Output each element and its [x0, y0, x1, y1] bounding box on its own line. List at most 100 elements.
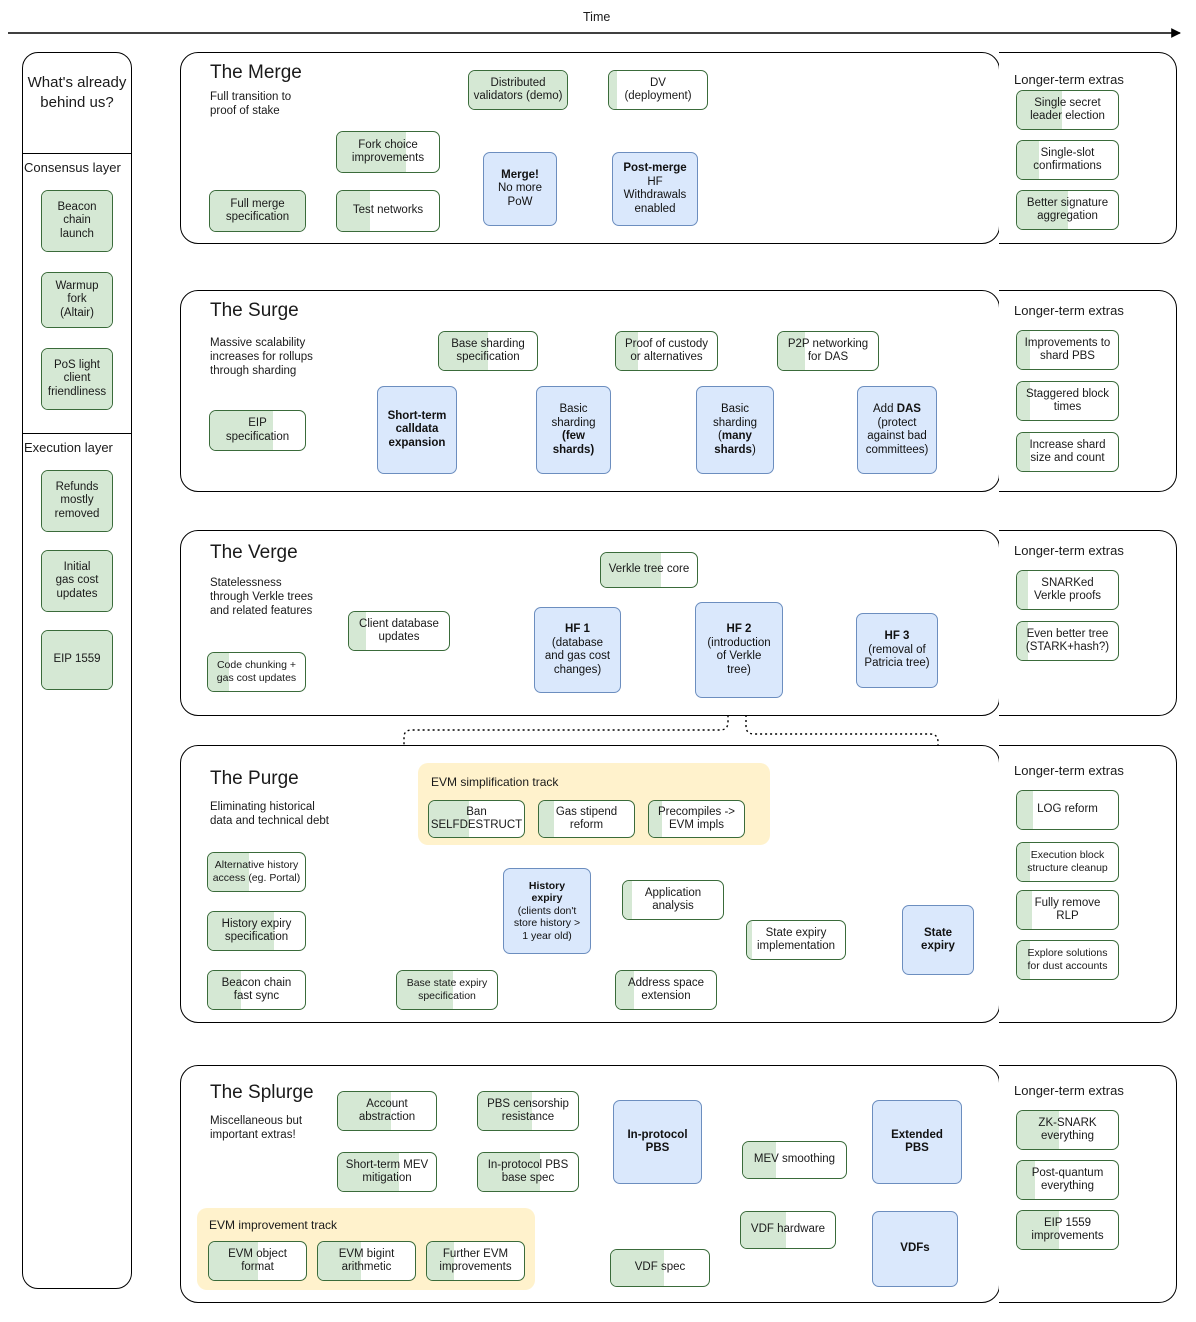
extras-item-snarked-verkle-proofs[interactable]: SNARKed Verkle proofs [1016, 570, 1119, 610]
extras-item-log-reform[interactable]: LOG reform [1016, 790, 1119, 830]
node-state-expiry-implementation[interactable]: State expiry implementation [746, 920, 846, 960]
sidebar-item-initial-gas-cost[interactable]: Initial gas cost updates [41, 550, 113, 612]
extras-item-improvements-to-shard-pbs[interactable]: Improvements to shard PBS [1016, 330, 1119, 370]
sidebar-item-beacon-chain-launch[interactable]: Beacon chain launch [41, 190, 113, 252]
node-label: Fork choice improvements [351, 138, 425, 165]
node-label: Further EVM improvements [439, 1247, 512, 1274]
extras-item-better-signature-aggregation[interactable]: Better signature aggregation [1016, 190, 1119, 230]
node-verkle-tree-core[interactable]: Verkle tree core [600, 552, 698, 588]
node-label: Account abstraction [358, 1097, 416, 1124]
node-proof-of-custody[interactable]: Proof of custody or alternatives [615, 331, 718, 371]
node-eip-specification[interactable]: EIP specification [209, 410, 306, 451]
extras-item-eip-1559-improvements[interactable]: EIP 1559 improvements [1016, 1210, 1119, 1250]
node-p2p-networking-for-das[interactable]: P2P networking for DAS [777, 331, 879, 371]
node-precompiles-evm-impls[interactable]: Precompiles -> EVM impls [648, 800, 745, 838]
node-label: EVM object format [228, 1247, 287, 1274]
node-code-chunking-gas-cost[interactable]: Code chunking + gas cost updates [207, 652, 306, 692]
phase-subtitle-merge: Full transition to proof of stake [210, 91, 292, 117]
sidebar-group-label-execution: Execution layer [24, 440, 113, 455]
extras-item-staggered-block-times[interactable]: Staggered block times [1016, 381, 1119, 421]
extras-item-post-quantum-everything[interactable]: Post-quantum everything [1016, 1160, 1119, 1200]
node-label: Beacon chain fast sync [221, 976, 292, 1003]
node-label: Short-term calldata expansion [387, 409, 447, 449]
node-distributed-validators-demo[interactable]: Distributed validators (demo) [468, 70, 568, 110]
node-short-term-calldata-expansion[interactable]: Short-term calldata expansion [377, 386, 457, 474]
evm-improvement-track-label: EVM improvement track [209, 1218, 338, 1232]
extras-item-zk-snark-everything[interactable]: ZK-SNARK everything [1016, 1110, 1119, 1150]
node-label: Base sharding specification [451, 337, 525, 364]
node-full-merge-specification[interactable]: Full merge specification [209, 190, 306, 232]
extras-item-execution-block-structure-cleanup[interactable]: Execution block structure cleanup [1016, 842, 1119, 882]
node-test-networks[interactable]: Test networks [336, 190, 440, 232]
node-client-database-updates[interactable]: Client database updates [348, 611, 450, 651]
sidebar-item-eip-1559[interactable]: EIP 1559 [41, 630, 113, 690]
node-label: Warmup fork (Altair) [55, 279, 99, 319]
node-application-analysis[interactable]: Application analysis [622, 880, 724, 920]
node-short-term-mev-mitigation[interactable]: Short-term MEV mitigation [337, 1152, 437, 1192]
extras-item-even-better-tree[interactable]: Even better tree (STARK+hash?) [1016, 621, 1119, 661]
extras-item-explore-solutions-for-dust-accounts[interactable]: Explore solutions for dust accounts [1016, 940, 1119, 980]
node-state-expiry[interactable]: State expiry [902, 905, 974, 975]
phase-subtitle-surge: Massive scalability increases for rollup… [210, 337, 313, 377]
extras-item-fully-remove-rlp[interactable]: Fully remove RLP [1016, 890, 1119, 930]
node-label: In-protocol PBS base spec [487, 1158, 569, 1185]
phase-panel-merge [180, 52, 1000, 244]
node-base-sharding-specification[interactable]: Base sharding specification [438, 331, 538, 371]
node-evm-bigint-arithmetic[interactable]: EVM bigint arithmetic [317, 1241, 416, 1281]
sidebar-heading: What's already behind us? [27, 74, 127, 111]
node-label: Client database updates [359, 617, 439, 644]
extras-heading-purge: Longer-term extras [1014, 763, 1124, 778]
sidebar-item-warmup-fork[interactable]: Warmup fork (Altair) [41, 272, 113, 328]
node-label: EIP 1559 [53, 653, 101, 666]
node-mev-smoothing[interactable]: MEV smoothing [742, 1141, 847, 1179]
node-vdf-hardware[interactable]: VDF hardware [740, 1211, 836, 1249]
node-alternative-history-access[interactable]: Alternative history access (eg. Portal) [207, 852, 306, 892]
extras-item-single-secret-leader-election[interactable]: Single secret leader election [1016, 90, 1119, 130]
sidebar-item-pos-light-client[interactable]: PoS light client friendliness [41, 348, 113, 410]
node-label: PBS censorship resistance [487, 1097, 569, 1124]
node-label: VDF hardware [750, 1223, 826, 1236]
node-label: Application analysis [644, 886, 702, 913]
node-label: Fully remove RLP [1034, 896, 1101, 923]
node-account-abstraction[interactable]: Account abstraction [337, 1091, 437, 1131]
phase-subtitle-verge: Statelessness through Verkle trees and r… [210, 577, 313, 617]
phase-title-splurge: The Splurge [210, 1082, 314, 1103]
node-label: VDFs [900, 1242, 930, 1255]
node-label: Alternative history access (eg. Portal) [212, 858, 301, 885]
node-dv-deployment[interactable]: DV (deployment) [608, 70, 708, 110]
sidebar-group-label-consensus: Consensus layer [24, 160, 121, 175]
node-evm-object-format[interactable]: EVM object format [208, 1241, 307, 1281]
node-vdfs[interactable]: VDFs [872, 1211, 958, 1287]
sidebar-item-refunds-removed[interactable]: Refunds mostly removed [41, 470, 113, 532]
node-beacon-chain-fast-sync[interactable]: Beacon chain fast sync [207, 970, 306, 1010]
node-extended-pbs[interactable]: Extended PBS [872, 1100, 962, 1184]
node-ban-selfdestruct[interactable]: Ban SELFDESTRUCT [428, 800, 525, 838]
phase-subtitle-purge: Eliminating historical data and technica… [210, 801, 329, 827]
node-vdf-spec[interactable]: VDF spec [610, 1249, 710, 1287]
node-fork-choice-improvements[interactable]: Fork choice improvements [336, 131, 440, 173]
node-address-space-extension[interactable]: Address space extension [615, 970, 717, 1010]
node-gas-stipend-reform[interactable]: Gas stipend reform [538, 800, 635, 838]
node-history-expiry-specification[interactable]: History expiry specification [207, 911, 306, 951]
node-further-evm-improvements[interactable]: Further EVM improvements [426, 1241, 525, 1281]
node-in-protocol-pbs[interactable]: In-protocol PBS [613, 1100, 702, 1184]
node-base-state-expiry-specification[interactable]: Base state expiry specification [396, 970, 498, 1010]
node-in-protocol-pbs-base-spec[interactable]: In-protocol PBS base spec [477, 1152, 579, 1192]
phase-title-surge: The Surge [210, 300, 299, 321]
extras-item-single-slot-confirmations[interactable]: Single-slot confirmations [1016, 140, 1119, 180]
node-pbs-censorship-resistance[interactable]: PBS censorship resistance [477, 1091, 579, 1131]
extras-item-increase-shard-size-and-count[interactable]: Increase shard size and count [1016, 432, 1119, 472]
